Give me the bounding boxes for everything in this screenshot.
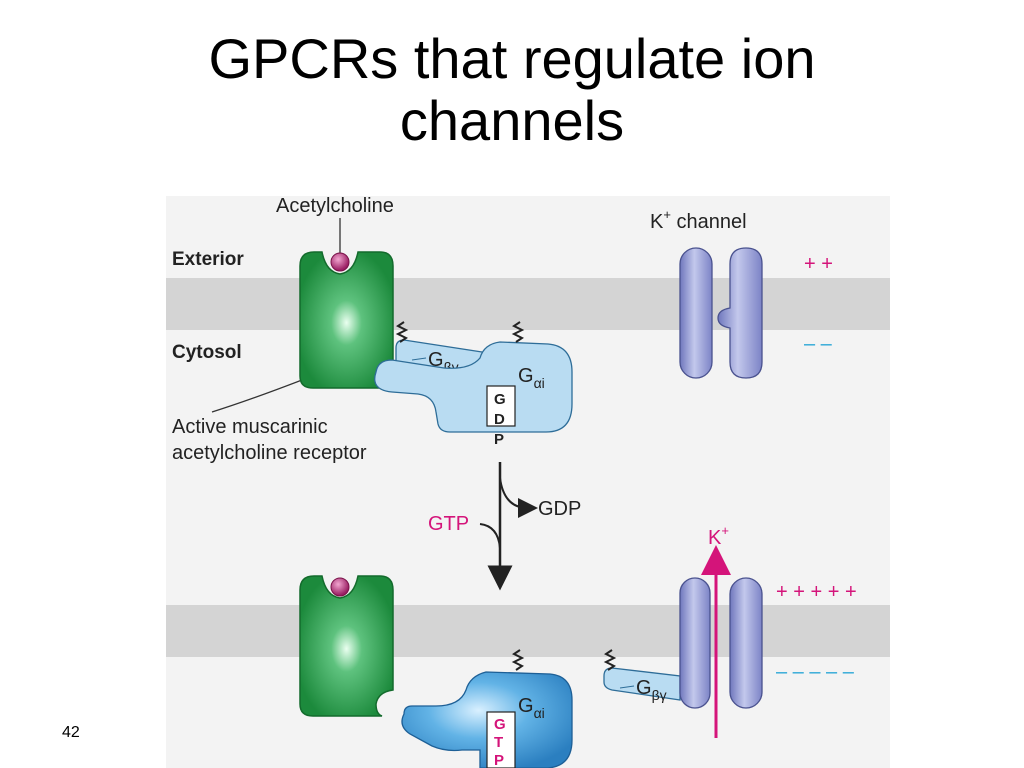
k-channel-top-right (717, 247, 763, 379)
slide-number: 42 (62, 724, 80, 741)
betagamma-dash-top (411, 357, 427, 361)
receptor-bottom (299, 575, 394, 717)
label-cytosol: Cytosol (172, 342, 242, 363)
label-g-betagamma-bottom: Gβγ (636, 677, 667, 703)
lipid-anchor-betagamma-bottom (603, 649, 617, 671)
lipid-anchor-alpha-top (511, 321, 525, 343)
gtp-entry-arrow (479, 523, 501, 549)
receptor-pointer (211, 379, 303, 413)
label-gtp-bound: GTP (428, 513, 469, 535)
gdp-release-arrow (499, 477, 538, 518)
gdp-letter-p: P (494, 431, 504, 448)
gdp-box (486, 385, 516, 427)
label-receptor-line-2: acetylcholine receptor (172, 442, 367, 464)
receptor-top (299, 251, 394, 389)
gdp-letter-d: D (494, 411, 505, 428)
charges-bottom-cytosol: – – – – – (776, 661, 855, 683)
lipid-anchor-betagamma-top (395, 321, 409, 343)
k-channel-top-left (679, 247, 713, 379)
label-receptor-line-1: Active muscarinic (172, 416, 328, 438)
label-gdp-released: GDP (538, 498, 581, 520)
gtp-letter-g: G (494, 716, 506, 733)
label-acetylcholine: Acetylcholine (276, 195, 394, 217)
charges-bottom-exterior: + + + + + (776, 581, 857, 603)
g-alpha-i-top (374, 341, 573, 433)
membrane-bottom (166, 605, 890, 657)
slide-title-line-1: GPCRs that regulate ion (208, 27, 816, 90)
label-g-alpha-i-top: Gαi (518, 365, 545, 391)
label-g-alpha-i-bottom: Gαi (518, 695, 545, 721)
gtp-letter-t: T (494, 734, 503, 751)
slide-title: GPCRs that regulate ion channels (0, 28, 1024, 152)
charges-top-cytosol: – – (804, 333, 833, 355)
label-exterior: Exterior (172, 249, 244, 270)
label-k-channel: K+ channel (650, 207, 747, 233)
slide-title-line-2: channels (399, 89, 625, 152)
gtp-box (486, 711, 516, 768)
k-channel-bottom-right (729, 577, 763, 709)
charges-top-exterior: + + (804, 253, 833, 275)
label-k-ion: K+ (708, 523, 729, 549)
gtp-letter-p: P (494, 752, 504, 768)
k-channel-bottom-left (679, 577, 711, 709)
lipid-anchor-alpha-bottom (511, 649, 525, 671)
membrane-top (166, 278, 890, 330)
gdp-letter-g: G (494, 391, 506, 408)
betagamma-dash-bottom (619, 685, 635, 689)
acetylcholine-ligand-top (330, 252, 350, 272)
g-beta-gamma-bottom (603, 667, 681, 701)
acetylcholine-ligand-bottom (330, 577, 350, 597)
